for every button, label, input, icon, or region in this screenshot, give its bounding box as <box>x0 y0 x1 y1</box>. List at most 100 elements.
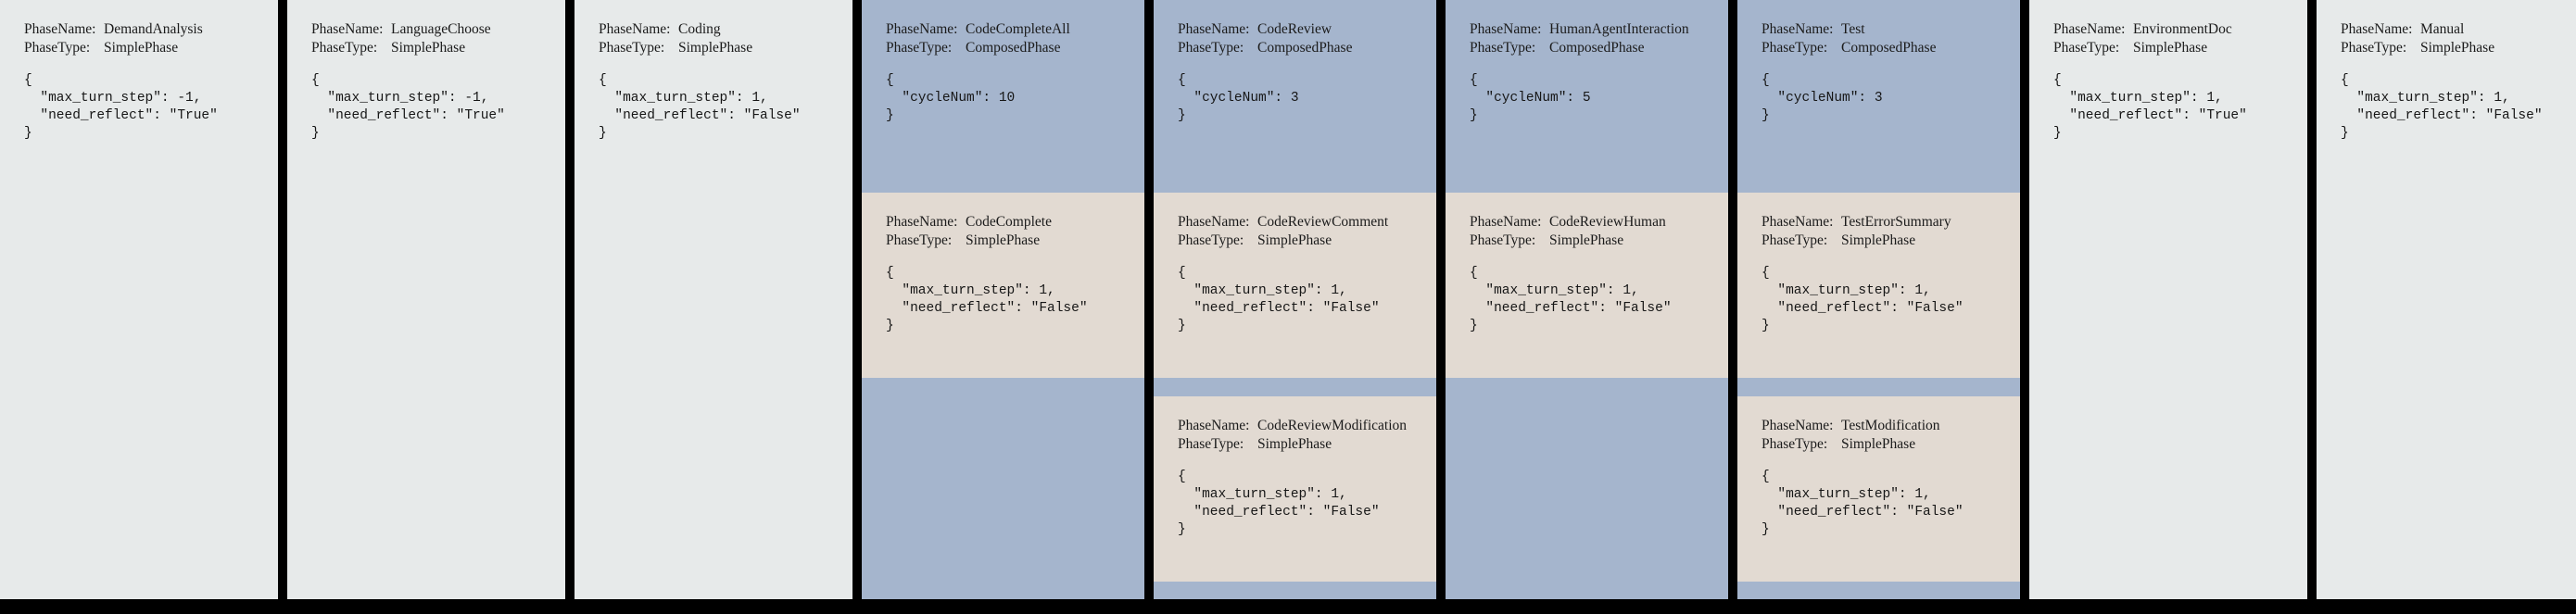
phase-name-label: PhaseName: <box>886 21 958 37</box>
phase-meta-row: PhaseType: SimplePhase <box>1762 232 2020 250</box>
phase-name-label: PhaseName: <box>1470 214 1542 230</box>
phase-type-label: PhaseType: <box>1178 436 1244 452</box>
phase-name-label: PhaseName: <box>2053 21 2126 37</box>
phase-meta-row: PhaseName:Manual <box>2341 20 2576 39</box>
phase-config-json: { "max_turn_step": 1, "need_reflect": "F… <box>1762 266 1964 333</box>
phase-type-label: PhaseType: <box>1762 232 1828 248</box>
phase-meta-row: PhaseName:CodeReview <box>1178 20 1436 39</box>
phase-config-json: { "cycleNum": 3 } <box>1762 73 1883 123</box>
phase-meta-row: PhaseName:Test <box>1762 20 2020 39</box>
phase-name-value: Coding <box>678 21 721 37</box>
phase-meta-row: PhaseName: CodeReviewHuman <box>1470 213 1728 232</box>
phase-config-json: { "max_turn_step": 1, "need_reflect": "F… <box>1178 266 1380 333</box>
phase-meta-row: PhaseName:EnvironmentDoc <box>2053 20 2307 39</box>
phase-type-label: PhaseType: <box>886 40 953 56</box>
phase-meta-row: PhaseType:ComposedPhase <box>1470 39 1728 57</box>
phase-type-value: SimplePhase <box>1841 232 1916 248</box>
phase-meta-row: PhaseType:SimplePhase <box>886 232 1144 250</box>
phase-type-value: ComposedPhase <box>1841 40 1937 56</box>
phase-meta-row: PhaseType: ComposedPhase <box>1178 39 1436 57</box>
phase-meta-row: PhaseType: SimplePhase <box>1178 232 1436 250</box>
phase-type-label: PhaseType: <box>1470 232 1536 248</box>
phase-name-value: CodeReviewComment <box>1257 214 1389 230</box>
phase-meta-row: PhaseType:SimplePhase <box>599 39 852 57</box>
phase-name-label: PhaseName: <box>24 21 96 37</box>
phase-name-label: PhaseName: <box>1762 214 1834 230</box>
phase-config-json: { "max_turn_step": -1, "need_reflect": "… <box>24 73 218 141</box>
phase-meta-row: PhaseType:SimplePhase <box>24 39 278 57</box>
phase-type-value: ComposedPhase <box>966 40 1061 56</box>
phase-meta-row: PhaseType:ComposedPhase <box>1762 39 2020 57</box>
phase-meta-row: PhaseType:SimplePhase <box>1178 435 1436 454</box>
phase-type-value: SimplePhase <box>1841 436 1916 452</box>
phase-name-label: PhaseName: <box>886 214 958 230</box>
phase-name-label: PhaseName: <box>311 21 384 37</box>
phase-name-label: PhaseName: <box>1762 21 1834 37</box>
phase-name-value: LanguageChoose <box>391 21 491 37</box>
phase-type-label: PhaseType: <box>24 40 91 56</box>
phase-config-json: { "cycleNum": 5 } <box>1470 73 1591 123</box>
phase-name-value: CodeCompleteAll <box>966 21 1070 37</box>
phase-config-json: { "max_turn_step": 1, "need_reflect": "F… <box>2341 73 2543 141</box>
phase-name-value: TestErrorSummary <box>1841 214 1951 230</box>
phase-meta-row: PhaseName:TestModification <box>1762 417 2020 435</box>
phase-meta-row: PhaseName: DemandAnalysis <box>24 20 278 39</box>
phase-meta-row: PhaseName: CodeComplete <box>886 213 1144 232</box>
phase-type-value: SimplePhase <box>1257 232 1332 248</box>
phase-name-value: CodeComplete <box>966 214 1052 230</box>
phase-meta-row: PhaseName:CodeReviewModification <box>1178 417 1436 435</box>
phase-config-json: { "cycleNum": 3 } <box>1178 73 1299 123</box>
phase-type-label: PhaseType: <box>2341 40 2407 56</box>
phase-name-value: DemandAnalysis <box>104 21 203 37</box>
phase-type-value: SimplePhase <box>2420 40 2495 56</box>
phase-type-value: SimplePhase <box>966 232 1041 248</box>
phase-name-value: Manual <box>2420 21 2465 37</box>
phase-type-label: PhaseType: <box>1470 40 1536 56</box>
phase-type-value: ComposedPhase <box>1257 40 1353 56</box>
phase-type-label: PhaseType: <box>1178 40 1244 56</box>
phase-config-json: { "max_turn_step": 1, "need_reflect": "F… <box>599 73 801 141</box>
phase-name-value: CodeReviewHuman <box>1549 214 1666 230</box>
phase-meta-row: PhaseName: TestErrorSummary <box>1762 213 2020 232</box>
phase-config-json: { "max_turn_step": -1, "need_reflect": "… <box>311 73 505 141</box>
phase-type-label: PhaseType: <box>1178 232 1244 248</box>
phase-meta-row: PhaseType:SimplePhase <box>2053 39 2307 57</box>
phase-meta-row: PhaseName:Coding <box>599 20 852 39</box>
phase-config-json: { "max_turn_step": 1, "need_reflect": "F… <box>1762 470 1964 537</box>
phase-type-label: PhaseType: <box>2053 40 2120 56</box>
phase-name-value: CodeReviewModification <box>1257 418 1407 433</box>
phase-meta-row: PhaseType:SimplePhase <box>1762 435 2020 454</box>
phase-type-label: PhaseType: <box>311 40 378 56</box>
